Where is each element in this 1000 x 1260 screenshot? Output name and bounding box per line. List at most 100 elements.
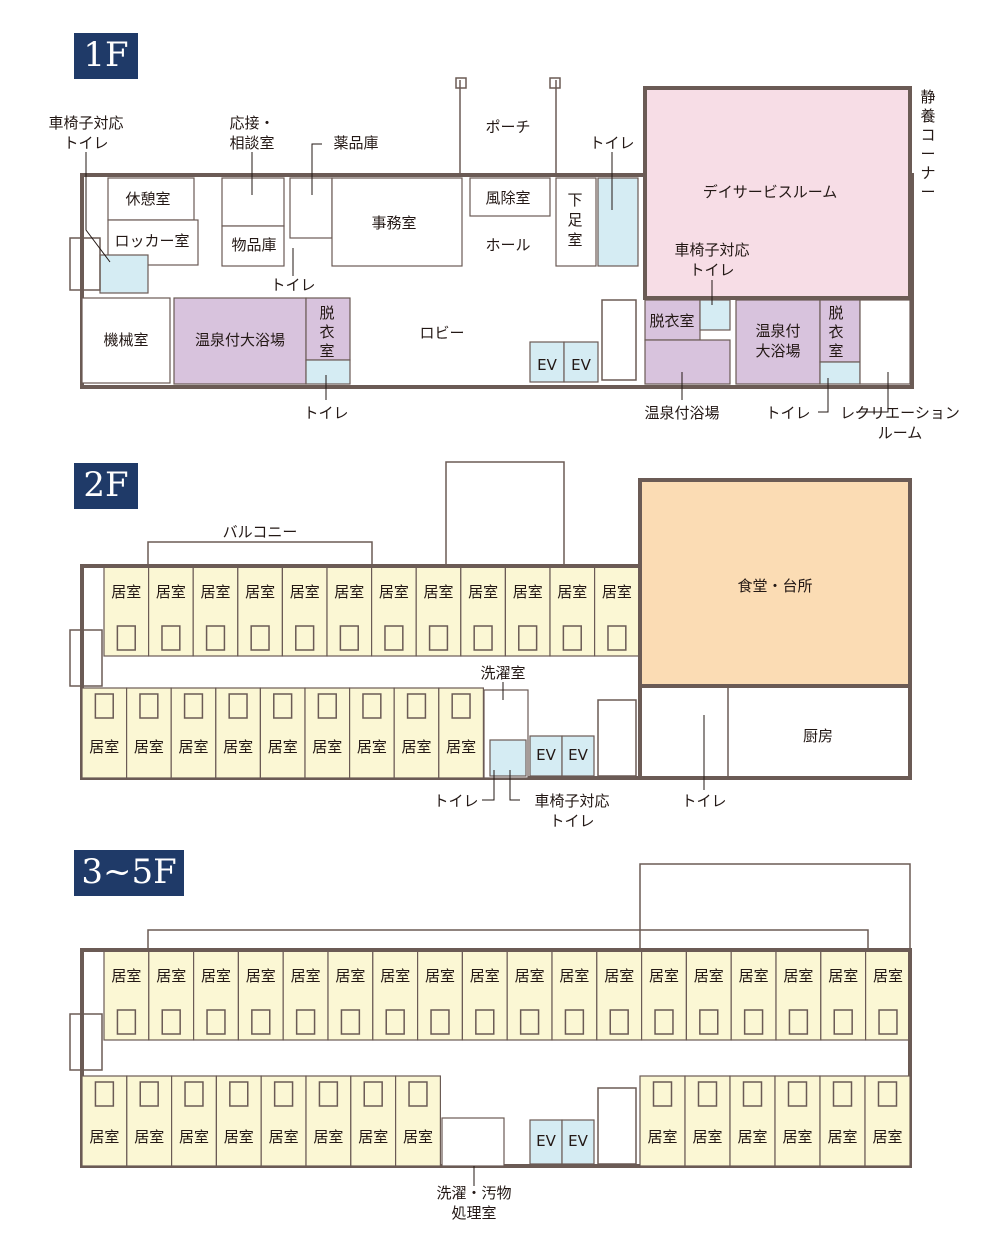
f3-top-bed-1 xyxy=(116,1009,137,1035)
f3-top-room-label-4: 居室 xyxy=(246,967,276,985)
dining-kitchen xyxy=(639,479,911,687)
f2-top-bed-8 xyxy=(428,625,449,651)
label-2f-dining: 食堂・台所 xyxy=(737,577,812,595)
label-1f-hall: ホール xyxy=(485,236,530,254)
f2-top-room-label-6: 居室 xyxy=(334,583,364,601)
f3-bottom-right-rooms: 居室居室居室居室居室居室 xyxy=(639,1075,911,1167)
floor-badge-3-5f: 3~5F xyxy=(74,850,184,896)
f3-top-room-10 xyxy=(506,949,553,1041)
label-1f-rest-corner-a: 静 xyxy=(920,88,935,106)
f2-top-bed-10 xyxy=(518,625,538,651)
f2-bottom-bed-3 xyxy=(183,693,204,719)
label-1f-lobby: ロビー xyxy=(419,324,464,342)
f2-top-room-label-12: 居室 xyxy=(602,583,632,601)
floor-badge-2f: 2F xyxy=(74,463,138,509)
f3-bottom-left-room-label-3: 居室 xyxy=(179,1128,209,1146)
f2-bottom-bed-1 xyxy=(94,693,114,719)
f3-bottom-right-room-label-3: 居室 xyxy=(737,1128,767,1146)
label-1f-toilet-bottom: トイレ xyxy=(303,404,348,422)
f2-top-bed-7 xyxy=(384,625,404,651)
label-1f-ev2: EV xyxy=(571,356,591,374)
f2-bottom-room-6 xyxy=(304,687,351,779)
f3-top-room-label-8: 居室 xyxy=(425,967,455,985)
f3-top-room-label-12: 居室 xyxy=(604,967,634,985)
label-3f-laundry-a: 洗濯・汚物 xyxy=(436,1184,511,1202)
f3-top-room-7 xyxy=(372,949,419,1041)
f3-top-room-3 xyxy=(193,949,240,1041)
f3-bottom-left-bed-6 xyxy=(318,1081,339,1107)
ev-3f-2 xyxy=(561,1119,595,1165)
f2-top-bed-5 xyxy=(295,625,315,651)
f2-top-room-label-5: 居室 xyxy=(290,583,320,601)
f3-top-room-2 xyxy=(148,949,195,1041)
f3-top-room-label-17: 居室 xyxy=(828,967,858,985)
f2-bottom-room-label-8: 居室 xyxy=(401,738,431,756)
f2-top-room-1 xyxy=(103,565,150,657)
f3-top-room-label-5: 居室 xyxy=(291,967,321,985)
label-1f-rest-corner-d: ー xyxy=(920,145,935,163)
f2-bottom-bed-4 xyxy=(228,693,248,719)
f3-bottom-left-room-7 xyxy=(350,1075,397,1167)
label-1f-changing3-a: 脱 xyxy=(828,304,843,322)
big-bath xyxy=(173,297,307,385)
f3-bottom-right-bed-1 xyxy=(652,1081,673,1107)
label-1f-changing3-b: 衣 xyxy=(828,323,843,341)
f3-top-room-label-7: 居室 xyxy=(380,967,410,985)
f3-bottom-left-room-label-6: 居室 xyxy=(313,1128,343,1146)
f2-bottom-room-4 xyxy=(215,687,262,779)
f3-top-bed-9 xyxy=(475,1009,495,1035)
f3-bottom-right-room-3 xyxy=(729,1075,776,1167)
f3-bottom-right-room-label-1: 居室 xyxy=(647,1128,677,1146)
f3-bottom-right-room-label-2: 居室 xyxy=(692,1128,722,1146)
label-1f-rest-corner-f: ー xyxy=(920,183,935,201)
label-3f-laundry-b: 処理室 xyxy=(451,1204,496,1222)
label-1f-rest-corner-e: ナ xyxy=(920,164,935,182)
f3-bottom-left-bed-7 xyxy=(363,1081,383,1107)
label-1f-recreation-b: ルーム xyxy=(878,424,923,442)
f2-bottom-bed-5 xyxy=(273,693,293,719)
f3-top-room-label-3: 居室 xyxy=(201,967,231,985)
f3-bottom-left-room-5 xyxy=(260,1075,307,1167)
f3-top-room-label-11: 居室 xyxy=(559,967,589,985)
f3-bottom-left-room-label-4: 居室 xyxy=(224,1128,254,1146)
f2-bottom-room-label-3: 居室 xyxy=(178,738,208,756)
label-2f-ev1: EV xyxy=(536,746,556,764)
label-1f-storage: 物品庫 xyxy=(231,236,276,254)
f2-bottom-room-7 xyxy=(349,687,395,779)
f3-top-bed-2 xyxy=(161,1009,181,1035)
f3-top-bed-3 xyxy=(206,1009,226,1035)
f3-bottom-left-room-label-7: 居室 xyxy=(358,1128,388,1146)
f3-bottom-right-room-4 xyxy=(774,1075,821,1167)
f3-bottom-left-bed-2 xyxy=(139,1081,159,1107)
f2-bottom-bed-6 xyxy=(317,693,337,719)
f2-bottom-room-label-1: 居室 xyxy=(89,738,119,756)
label-1f-wheelchair-toilet2-a: 車椅子対応 xyxy=(674,241,749,259)
f2-bottom-room-2 xyxy=(125,687,172,779)
label-1f-reception-b: 相談室 xyxy=(229,134,274,152)
f2-top-room-label-2: 居室 xyxy=(156,583,186,601)
label-1f-wheelchair-toilet2-b: トイレ xyxy=(689,261,734,279)
label-2f-wheelchair-toilet-b: トイレ xyxy=(549,812,594,830)
label-1f-onsen-bath: 温泉付浴場 xyxy=(644,404,719,422)
f3-top-bed-11 xyxy=(564,1009,585,1035)
f2-bottom-rooms: 居室居室居室居室居室居室居室居室居室 xyxy=(81,687,484,779)
f3-top-room-label-1: 居室 xyxy=(111,967,141,985)
f3-top-bed-16 xyxy=(788,1009,809,1035)
f2-top-room-6 xyxy=(326,565,373,657)
f2-top-room-8 xyxy=(415,565,462,657)
f2-bottom-room-label-2: 居室 xyxy=(134,738,164,756)
f2-top-room-10 xyxy=(504,565,551,657)
label-1f-office: 事務室 xyxy=(371,214,416,232)
f3-bottom-right-bed-6 xyxy=(877,1081,898,1107)
f3-top-bed-12 xyxy=(609,1009,629,1035)
label-1f-day-service: デイサービスルーム xyxy=(703,183,838,201)
label-1f-medicine: 薬品庫 xyxy=(333,134,378,152)
label-1f-recreation-a: レクリエーション xyxy=(840,404,960,422)
f3-top-room-label-14: 居室 xyxy=(694,967,724,985)
label-1f-rest-corner-b: 養 xyxy=(920,107,935,125)
f2-bottom-room-label-9: 居室 xyxy=(446,738,476,756)
f3-bottom-left-room-label-2: 居室 xyxy=(134,1128,164,1146)
f3-top-room-label-13: 居室 xyxy=(649,967,679,985)
f2-top-room-label-11: 居室 xyxy=(557,583,587,601)
